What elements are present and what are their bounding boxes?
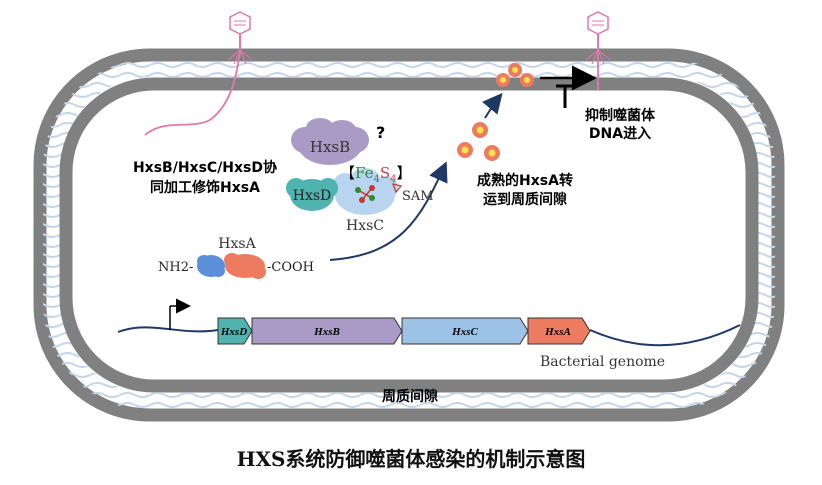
genome-line	[117, 324, 741, 347]
cell-envelope	[33, 48, 785, 422]
transport-arrow	[329, 161, 448, 261]
genome-label: Bacterial genome	[540, 354, 665, 370]
question-mark: ?	[376, 123, 385, 142]
block-label-line2: DNA进入	[589, 126, 651, 142]
transport-label-line2: 运到周质间隙	[483, 191, 567, 208]
phage-left-icon	[227, 11, 253, 65]
block-label-line1: 抑制噬菌体	[585, 107, 656, 124]
outer-membrane	[33, 48, 785, 422]
figure-caption: HXS系统防御噬菌体感染的机制示意图	[237, 447, 586, 471]
periplasm-band	[43, 59, 775, 411]
mature-hxsa-cytoplasm	[457, 122, 500, 161]
gene-hxsc-label: HxsC	[451, 326, 478, 338]
inhibition-arrow	[540, 65, 597, 108]
periplasm-label: 周质间隙	[382, 388, 438, 405]
mechanism-label-line1: HxsB/HxsC/HxsD协	[133, 159, 277, 176]
hxsb-protein: HxsB	[291, 118, 369, 165]
phage-right-icon	[585, 11, 611, 65]
translocation-arrow	[482, 92, 503, 119]
hxsa-label: HxsA	[218, 236, 256, 252]
gene-hxsd: HxsD	[217, 317, 253, 345]
mechanism-label-line2: 同加工修饰HxsA	[150, 179, 260, 196]
nh2-label: NH2-	[158, 260, 193, 275]
hxsb-label: HxsB	[310, 138, 350, 156]
gene-hxsc: HxsC	[401, 317, 529, 345]
cooh-label: -COOH	[267, 260, 314, 275]
transport-label-line1: 成熟的HxsA转	[477, 172, 573, 189]
mature-hxsa-periplasm	[496, 63, 534, 87]
inner-membrane	[59, 77, 759, 393]
gene-hxsb-label: HxsB	[313, 326, 340, 338]
hxsd-protein: HxsD	[286, 178, 338, 211]
hxsc-protein	[333, 168, 403, 215]
sam-label: SAM	[402, 189, 434, 204]
gene-hxsb: HxsB	[251, 317, 403, 345]
hxsa-precursor	[197, 253, 266, 279]
promoter-arrow	[169, 298, 191, 330]
gene-hxsa-label: HxsA	[544, 326, 571, 338]
hxsd-label: HxsD	[293, 188, 332, 204]
gene-hxsd-label: HxsD	[220, 326, 247, 338]
phage-dna-left	[144, 51, 241, 136]
fe4s4-label: 【Fe4S4】	[340, 164, 412, 185]
gene-hxsa: HxsA	[527, 317, 591, 345]
hxsc-label: HxsC	[346, 218, 384, 234]
